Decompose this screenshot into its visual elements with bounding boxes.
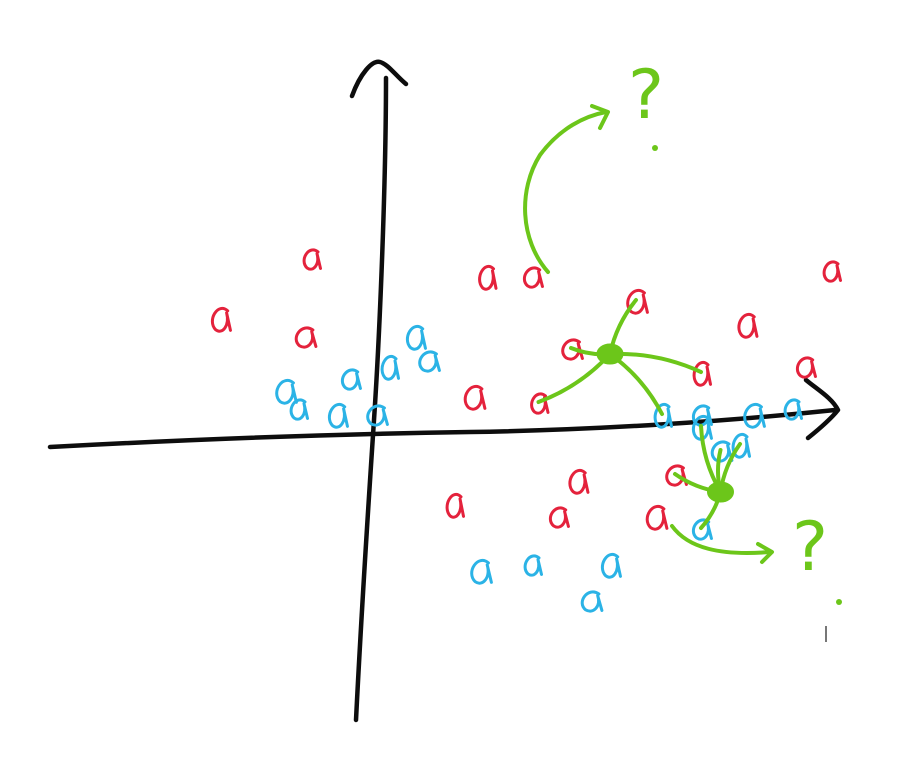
- y-axis-arrowhead: [349, 59, 409, 99]
- blue-point: [580, 590, 604, 613]
- neighbor-link: [608, 352, 664, 416]
- blue-point: [327, 403, 349, 429]
- red-point: [463, 385, 487, 411]
- blue-point: [710, 440, 734, 463]
- axes: [47, 59, 841, 723]
- bottom-question-mark: ?: [792, 508, 828, 587]
- red-point: [795, 356, 817, 379]
- blue-point: [470, 559, 493, 585]
- bottom-arrow: [670, 524, 772, 555]
- blue-class-points: [275, 325, 803, 613]
- bottom-question-mark-dot: [836, 599, 842, 605]
- top-question-mark-dot: [652, 145, 658, 151]
- blue-point: [418, 350, 441, 373]
- red-point: [210, 307, 232, 333]
- red-point: [737, 313, 759, 339]
- red-point: [692, 361, 712, 387]
- blue-point: [691, 404, 713, 427]
- blue-point: [600, 553, 622, 579]
- red-point: [548, 506, 570, 529]
- red-point: [522, 266, 544, 289]
- blue-point: [691, 518, 713, 541]
- red-point: [822, 260, 842, 283]
- top-question-mark: ?: [628, 56, 664, 135]
- red-point: [626, 289, 649, 315]
- red-point: [568, 469, 590, 495]
- top-curved-arrow: [523, 110, 608, 274]
- top-query-point: [596, 343, 624, 365]
- x-axis-arrowhead: [803, 377, 841, 441]
- top-arrowhead: [590, 104, 610, 130]
- blue-point: [340, 368, 362, 391]
- blue-point: [691, 415, 713, 441]
- bottom-query-point: [707, 481, 734, 503]
- red-point: [665, 464, 688, 487]
- blue-point: [743, 403, 766, 429]
- blue-point: [523, 554, 543, 577]
- red-point: [478, 265, 498, 291]
- blue-point: [366, 404, 389, 427]
- bottom-arrowhead: [756, 542, 774, 564]
- red-point: [294, 326, 318, 349]
- blue-point: [289, 398, 309, 421]
- red-point: [645, 505, 669, 531]
- blue-point: [731, 433, 751, 459]
- blue-point: [783, 398, 803, 421]
- blue-point: [405, 325, 427, 351]
- red-class-points: [210, 248, 842, 531]
- blue-point: [275, 379, 298, 405]
- query-points: [536, 298, 742, 530]
- y-axis-line: [353, 75, 389, 723]
- red-point: [530, 392, 550, 415]
- blue-point: [653, 403, 673, 429]
- neighbor-link: [536, 352, 612, 404]
- query-annotations: ? ?: [523, 56, 842, 642]
- red-point: [302, 248, 322, 271]
- blue-point: [380, 355, 400, 381]
- x-axis-line: [47, 407, 838, 450]
- red-point: [445, 493, 465, 519]
